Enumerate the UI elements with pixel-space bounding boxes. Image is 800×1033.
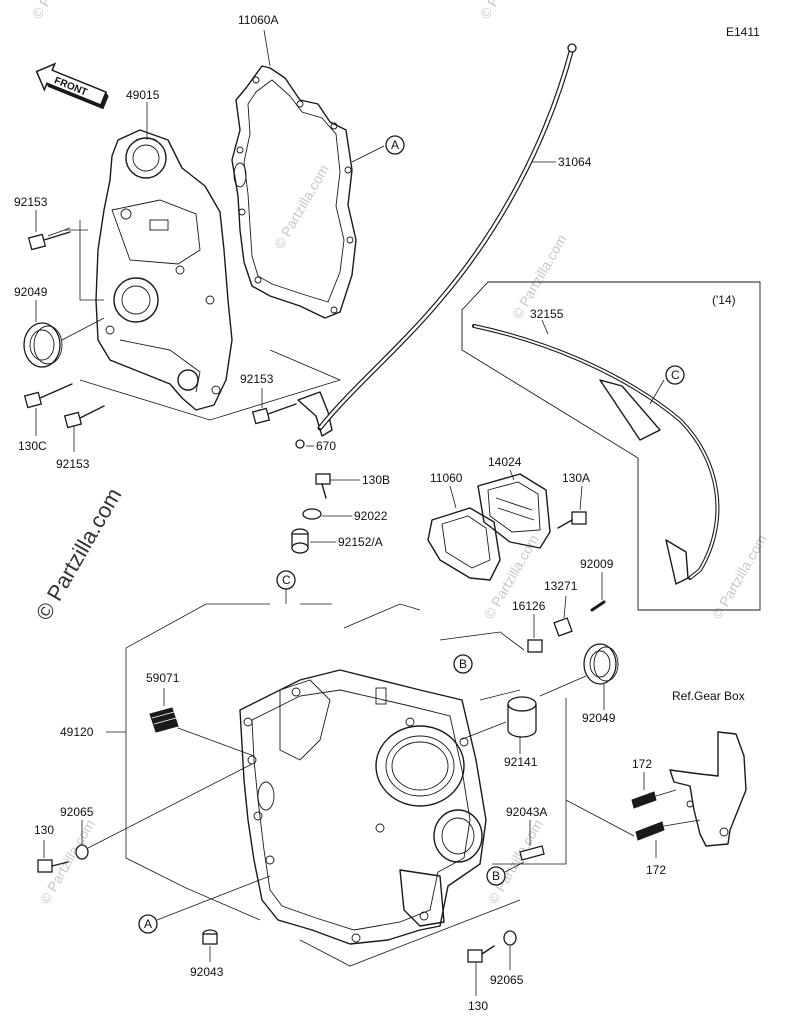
label-49015: 49015 <box>126 88 160 102</box>
stud-172-bottom <box>635 821 665 841</box>
label-172-top: 172 <box>632 757 652 771</box>
watermark-small-8: © Partzilla.com <box>709 532 770 622</box>
label-31064: 31064 <box>558 155 592 169</box>
cover-14024-shape <box>477 473 551 549</box>
label-13271: 13271 <box>544 579 578 593</box>
label-130-bottom: 130 <box>468 999 488 1013</box>
lever-13271 <box>553 617 573 637</box>
label-130b: 130B <box>362 473 390 487</box>
dowel-92043 <box>202 929 218 945</box>
label-11060: 11060 <box>430 471 463 485</box>
bolt-130-left <box>37 859 69 873</box>
watermark-layer: © Partzilla.com © Partzilla.com © Partzi… <box>29 0 770 907</box>
label-92049-top: 92049 <box>14 285 48 299</box>
bolt-130b <box>315 473 331 499</box>
bolt-92153-bottom <box>63 405 105 429</box>
reference-gear-box: Ref.Gear Box <box>672 689 745 703</box>
label-92009: 92009 <box>580 557 614 571</box>
label-92141: 92141 <box>504 755 538 769</box>
gasket-11060-shape <box>427 507 501 581</box>
label-92152a: 92152/A <box>338 535 383 549</box>
label-49120: 49120 <box>60 725 94 739</box>
label-92043: 92043 <box>190 965 224 979</box>
gasket-11060a-bolt-holes <box>233 76 354 314</box>
plug-59071 <box>149 707 179 733</box>
label-172-bottom: 172 <box>646 863 666 877</box>
label-92153-mid: 92153 <box>240 372 274 386</box>
front-arrow-icon: FRONT <box>35 62 109 110</box>
dipstick-tube-32155 <box>472 324 720 580</box>
label-92065-left: 92065 <box>60 805 94 819</box>
label-92043a: 92043A <box>506 805 547 819</box>
label-14024: 14024 <box>488 455 522 469</box>
callout-c-mid-label: C <box>282 573 291 587</box>
callout-a-top-label: A <box>391 138 399 152</box>
oil-seal-92049-mid <box>583 643 619 685</box>
gear-box-bracket <box>669 731 747 847</box>
inset-box-14 <box>461 281 761 611</box>
watermark-large: © Partzilla.com <box>31 484 127 625</box>
callout-a-bottom-label: A <box>144 917 152 931</box>
label-130c: 130C <box>18 439 47 453</box>
label-130-left: 130 <box>34 823 54 837</box>
pin-92043a <box>519 845 545 861</box>
bushing-92141 <box>507 696 537 738</box>
year-note-14: ('14) <box>712 293 736 307</box>
oil-seal-92049-top <box>23 322 63 368</box>
callout-b-mid-label: B <box>459 657 467 671</box>
label-32155: 32155 <box>530 307 564 321</box>
screw-92009 <box>590 600 606 612</box>
label-11060a: 11060A <box>238 13 278 27</box>
bolt-92153-mid <box>251 403 297 425</box>
label-130a: 130A <box>562 471 590 485</box>
dipstick-tube-31064 <box>317 45 575 431</box>
watermark-small-3: © Partzilla.com <box>271 162 332 252</box>
bolt-130c <box>23 383 73 409</box>
callout-b-mid <box>453 654 473 674</box>
callout-b-bottom-label: B <box>492 869 500 883</box>
callout-c-inset <box>665 365 685 385</box>
washer-92022 <box>302 508 322 520</box>
gasket-11060a-inner <box>243 79 345 303</box>
label-92153-top: 92153 <box>14 195 48 209</box>
crankcase-49120 <box>239 669 487 945</box>
gasket-11060a-shape <box>231 65 357 319</box>
label-670: 670 <box>316 439 336 453</box>
washer-92065-left <box>75 844 89 860</box>
label-92022: 92022 <box>354 509 388 523</box>
watermark-small-2: © Partzilla.com <box>477 0 538 22</box>
diagram-code: E1411 <box>726 25 760 39</box>
label-92049-mid: 92049 <box>582 711 616 725</box>
bolt-130-bottom <box>467 945 495 963</box>
washer-92065-bottom <box>503 930 517 946</box>
callout-a-top <box>385 135 405 155</box>
label-92153-bottom: 92153 <box>56 457 90 471</box>
bracket-670-shape <box>297 391 333 437</box>
label-92065-bottom: 92065 <box>490 973 524 987</box>
pin-16126 <box>527 639 543 653</box>
bolt-130a <box>557 511 587 529</box>
bolt-92153-top <box>27 227 71 251</box>
callout-a-bottom <box>138 914 158 934</box>
watermark-small-7: © Partzilla.com <box>485 817 546 907</box>
label-16126: 16126 <box>512 599 546 613</box>
callout-c-inset-label: C <box>671 368 680 382</box>
watermark-small-1: © Partzilla.com <box>29 0 90 22</box>
callout-b-bottom <box>486 866 506 886</box>
label-59071: 59071 <box>146 671 180 685</box>
collar-92152a <box>291 528 309 554</box>
front-cover-49015 <box>95 129 233 411</box>
stud-172-top <box>631 791 657 809</box>
